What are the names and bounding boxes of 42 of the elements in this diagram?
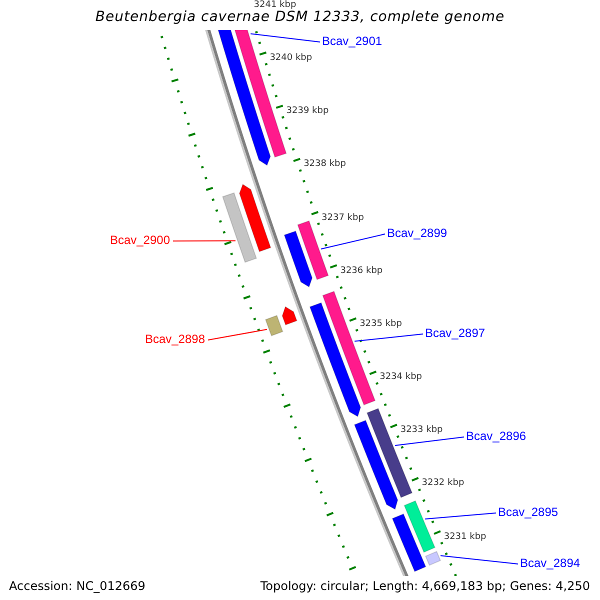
- leader-line: [424, 512, 496, 520]
- leader-line: [320, 234, 386, 250]
- gene-block: [238, 184, 272, 252]
- gene-label: Bcav_2896: [466, 429, 526, 443]
- leader-line: [440, 555, 518, 564]
- gene-label: Bcav_2898: [144, 332, 205, 346]
- gene-label: Bcav_2894: [520, 556, 580, 570]
- genome-info-text: Topology: circular; Length: 4,669,183 bp; Genes: 4,250: [260, 579, 590, 593]
- scale-label: 3241 kbp: [254, 0, 296, 10]
- leader-line: [208, 328, 268, 340]
- gene-block: [354, 420, 398, 510]
- gene-block: [297, 220, 329, 280]
- gene-block: [404, 500, 436, 553]
- gene-block: [392, 513, 426, 572]
- gene-block: [222, 192, 258, 263]
- gene-label: Bcav_2897: [425, 326, 486, 340]
- scale-label: 3233 kbp: [400, 425, 443, 436]
- leader-line: [172, 240, 236, 242]
- gene-label: Bcav_2901: [322, 34, 382, 48]
- scale-label: 3235 kbp: [360, 318, 402, 329]
- scale-label: 3238 kbp: [304, 159, 346, 170]
- gene-block: [284, 230, 313, 288]
- gene-block: [282, 306, 298, 326]
- scale-label: 3232 kbp: [422, 478, 464, 488]
- gene-block: [309, 302, 362, 418]
- leader-line: [394, 436, 464, 446]
- scale-label: 3240 kbp: [270, 53, 312, 64]
- leader-line: [354, 334, 424, 342]
- gene-label: Bcav_2900: [110, 233, 170, 247]
- scale-label: 3231 kbp: [444, 532, 486, 542]
- gene-block: [264, 314, 284, 336]
- scale-label: 3237 kbp: [322, 212, 364, 222]
- gene-block: [424, 550, 442, 566]
- leader-line: [250, 33, 320, 42]
- scale-label: 3239 kbp: [286, 106, 329, 116]
- gene-label: Bcav_2895: [498, 505, 558, 519]
- accession-text: Accession: NC_012669: [9, 579, 146, 593]
- title: Beutenbergia cavernae DSM 12333, complete genome: [94, 9, 506, 25]
- scale-label: 3234 kbp: [380, 372, 422, 382]
- scale-label: 3236 kbp: [340, 266, 383, 276]
- gene-block: [217, 30, 271, 166]
- gene-label: Bcav_2899: [387, 226, 448, 240]
